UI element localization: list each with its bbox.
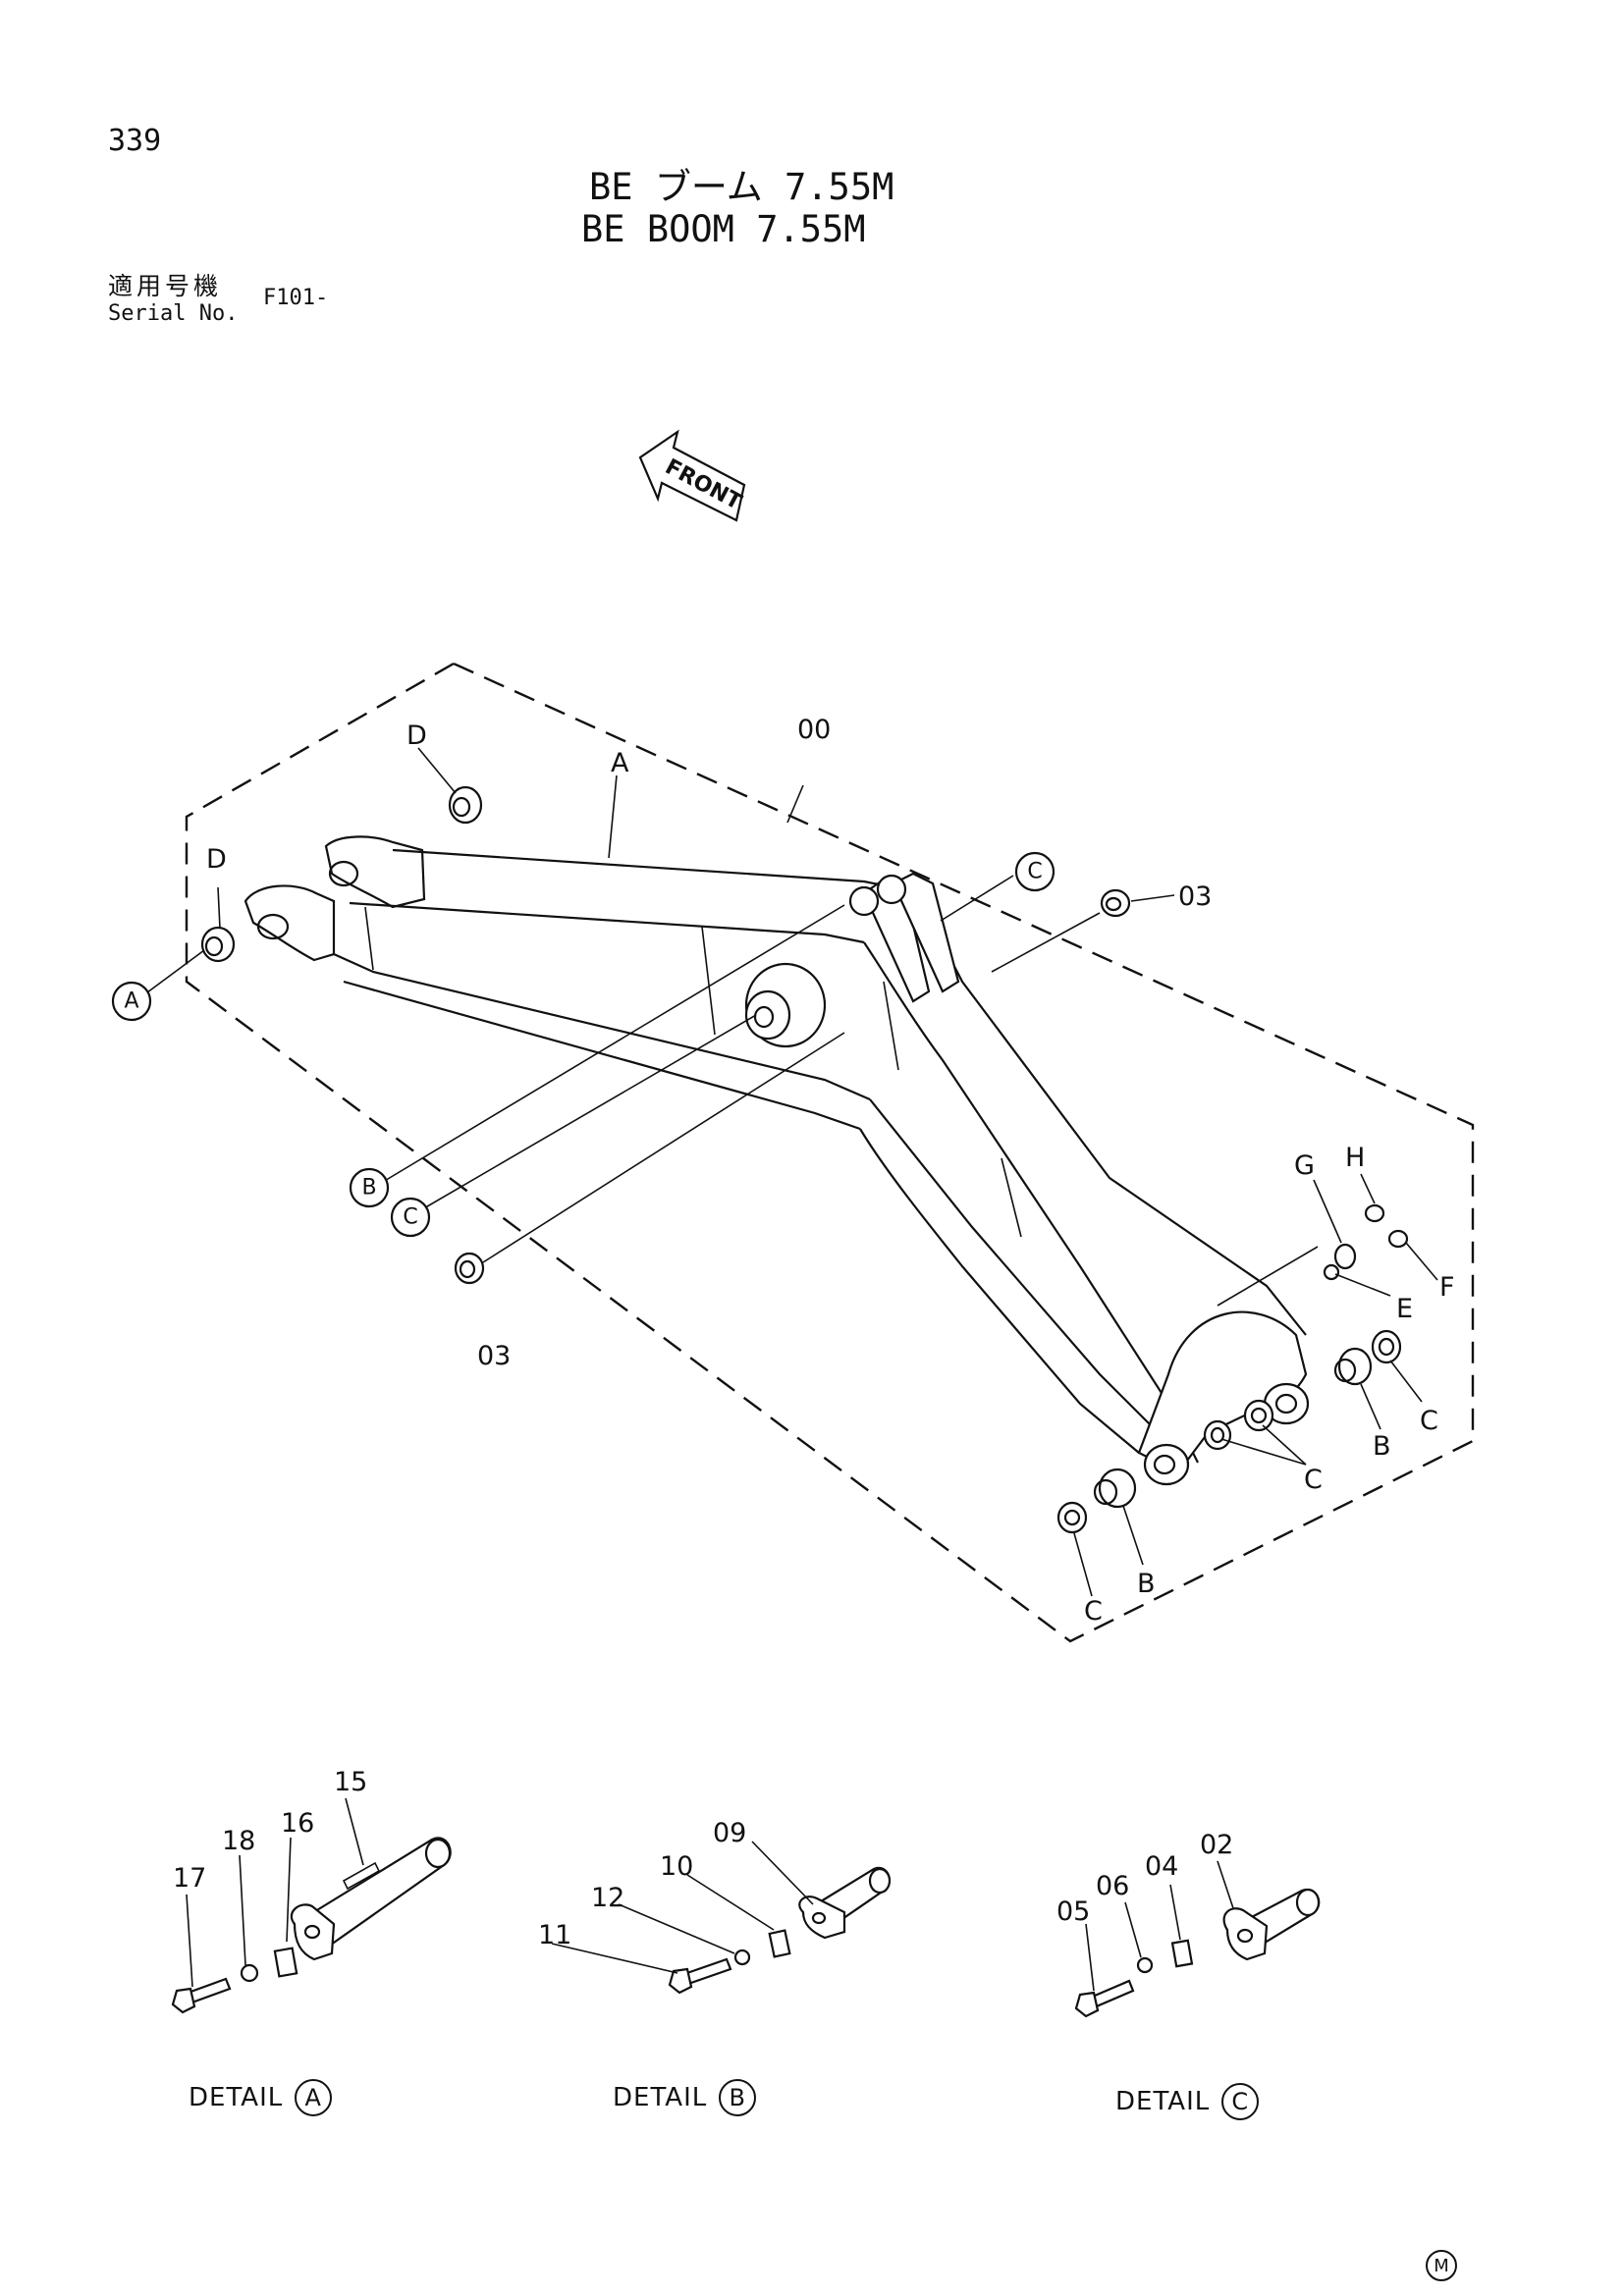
detail-a-mark: A [295,2079,333,2116]
plate-16 [273,1947,298,1978]
title-japanese: BE ブーム 7.55M [589,166,894,208]
label-h: H [1345,1143,1365,1173]
label-16: 16 [281,1808,314,1839]
label-f: F [1439,1272,1455,1303]
serial-label-japanese: 適用号機 [108,272,223,300]
detail-a-text: DETAIL [189,2083,284,2112]
callout-b [349,1167,390,1208]
detail-b-mark: B [719,2079,757,2116]
detail-b-caption: DETAIL B [613,2079,757,2116]
callout-a [111,981,152,1022]
leader-lines [142,747,1438,1597]
label-02: 02 [1200,1830,1233,1860]
plate-04 [1170,1939,1194,1968]
detail-c-drawing: 02 04 06 05 [1056,1830,1321,2018]
label-10: 10 [660,1851,693,1882]
plate-10 [768,1929,791,1958]
label-b-right: B [1373,1431,1391,1462]
seal-c-right [1371,1329,1402,1364]
parts [200,785,1409,1534]
bushing-b-bottom [1098,1468,1137,1509]
front-arrow-icon: FRONT [638,429,746,522]
detail-c-caption: DETAIL C [1115,2083,1260,2120]
label-00: 00 [797,715,831,745]
label-g: G [1294,1150,1315,1181]
label-03-top: 03 [1178,881,1212,912]
detail-a-caption: DETAIL A [189,2079,333,2116]
label-18: 18 [222,1826,255,1856]
title-english: BE BOOM 7.55M [581,208,866,250]
plate-g [1333,1243,1357,1270]
label-e: E [1396,1294,1413,1324]
washer-06 [1136,1956,1154,1974]
svg-text:A: A [124,989,138,1014]
label-15: 15 [334,1767,367,1797]
callout-c-mid [390,1197,431,1238]
detail-b-drawing: 09 10 12 11 [538,1818,892,1995]
seal-c-bottom [1056,1501,1088,1534]
washer-e [1323,1263,1340,1281]
bolt-h [1364,1203,1385,1223]
boom-body [244,835,1310,1486]
serial-label-english: Serial No. [108,301,239,326]
label-11: 11 [538,1920,571,1950]
serial-number-value: F101- [263,286,329,310]
detail-c-mark: C [1221,2083,1260,2120]
bushing-d-top [448,785,483,825]
label-04: 04 [1145,1851,1178,1882]
bolt-f [1387,1229,1409,1249]
label-c-bottom: C [1084,1596,1103,1627]
washer-18 [240,1963,259,1983]
detail-a-drawing: 15 16 18 17 [171,1767,452,2014]
label-d-top: D [406,721,427,751]
label-05: 05 [1056,1896,1090,1927]
detail-c-text: DETAIL [1115,2087,1211,2116]
svg-text:B: B [361,1176,376,1201]
label-17: 17 [173,1863,206,1894]
label-a: A [611,748,629,778]
label-09: 09 [713,1818,746,1848]
seal-03-bottom [454,1252,485,1285]
svg-text:C: C [1027,860,1042,884]
callout-c-top [1014,851,1056,892]
assembly-boundary [185,662,1475,1643]
detail-b-text: DETAIL [613,2083,708,2112]
label-03-bottom: 03 [477,1341,511,1371]
label-d-left: D [206,844,227,875]
page-number: 339 [108,124,162,158]
seal-03-top [1100,888,1131,918]
svg-text:C: C [403,1205,417,1230]
detail-callouts: A C B C [111,851,1056,1238]
bushing-d-left [200,926,236,963]
label-b-bottom: B [1137,1569,1156,1599]
seal-c-mid-2 [1203,1419,1232,1451]
label-06: 06 [1096,1871,1129,1901]
label-c-right: C [1420,1406,1438,1436]
label-12: 12 [591,1883,624,1913]
seal-c-mid-1 [1243,1399,1274,1432]
corner-m-mark: M [1426,2250,1457,2281]
washer-12 [733,1949,751,1966]
part-labels: 00 A D D 03 03 H G F E C B C B C [206,715,1455,1627]
label-c-mid: C [1304,1465,1323,1495]
